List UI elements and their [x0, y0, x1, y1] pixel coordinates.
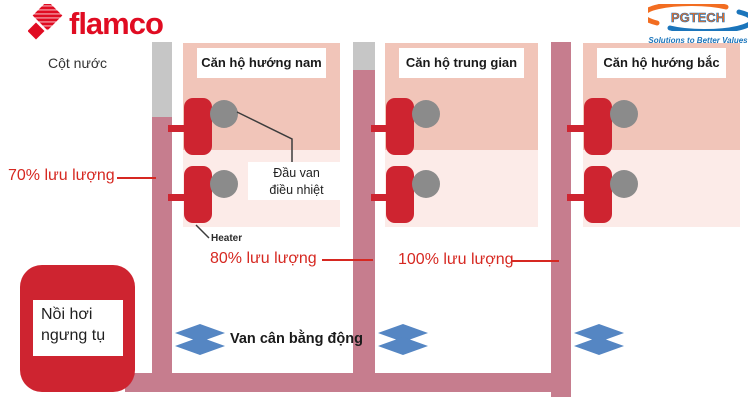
flow-label-100: 100% lưu lượng: [398, 251, 514, 268]
valve-connector: [567, 194, 588, 201]
water-column-label: Cột nước: [48, 55, 108, 71]
flow-line-80: [322, 259, 373, 261]
apartment-north: Căn hộ hướng bắc: [583, 43, 740, 227]
apartment-middle-title: Căn hộ trung gian: [399, 48, 524, 78]
flow-line-70: [117, 177, 156, 179]
boiler-label-line2: ngưng tụ: [41, 326, 106, 344]
thermostatic-head: [210, 170, 238, 198]
radiator-valve: [584, 166, 612, 223]
pgtech-logo: PGTECH Solutions to Better Values: [640, 1, 750, 45]
radiator-valve: [184, 166, 212, 223]
valve-connector: [371, 125, 390, 132]
apartment-south-title: Căn hộ hướng nam: [197, 48, 326, 78]
balancing-valve-label: Van cân bằng động: [230, 331, 363, 347]
heater-label: Heater: [211, 233, 243, 244]
balancing-valve-icon: [378, 324, 428, 355]
balancing-valve-icon: [574, 324, 624, 355]
riser-1-gray-cap: [152, 42, 172, 117]
thermo-head-callout-line2: điều nhiệt: [269, 182, 324, 197]
flamco-diamond-icon: [28, 4, 63, 40]
thermo-head-callout-line1: Đầu van: [273, 166, 320, 180]
valve-connector: [371, 194, 390, 201]
apartment-north-title: Căn hộ hướng bắc: [597, 48, 726, 78]
radiator-valve: [584, 98, 612, 155]
apartment-middle: Căn hộ trung gian: [385, 43, 538, 227]
thermostatic-head: [610, 170, 638, 198]
radiator-valve: [386, 166, 414, 223]
radiator-valve: [184, 98, 212, 155]
thermostatic-head: [412, 100, 440, 128]
riser-2-pipe: [353, 70, 375, 392]
flow-label-80: 80% lưu lượng: [210, 250, 317, 267]
riser-2-gray-cap: [353, 42, 375, 70]
riser-1-pipe: [152, 117, 172, 392]
pgtech-tagline: Solutions to Better Values: [648, 36, 748, 45]
riser-3-pipe: [551, 42, 571, 397]
flow-label-70: 70% lưu lượng: [8, 167, 115, 184]
thermostatic-head: [610, 100, 638, 128]
svg-text:PGTECH: PGTECH: [671, 10, 725, 25]
boiler-label-line1: Nồi hơi: [41, 306, 93, 323]
boiler-label: Nồi hơi ngưng tụ: [33, 300, 123, 356]
valve-connector: [168, 125, 188, 132]
return-pipe: [125, 373, 571, 392]
valve-connector: [567, 125, 588, 132]
pgtech-swoosh-icon: PGTECH: [640, 1, 750, 34]
flow-line-100: [512, 260, 559, 262]
condensing-boiler: Nồi hơi ngưng tụ: [20, 265, 135, 392]
radiator-valve: [386, 98, 414, 155]
valve-connector: [168, 194, 188, 201]
thermostatic-head: [412, 170, 440, 198]
flamco-logo: flamco: [28, 4, 164, 42]
flamco-logo-text: flamco: [69, 5, 164, 41]
balancing-valve-icon: [175, 324, 225, 355]
thermo-head-callout: Đầu van điều nhiệt: [248, 162, 345, 200]
thermostatic-head: [210, 100, 238, 128]
